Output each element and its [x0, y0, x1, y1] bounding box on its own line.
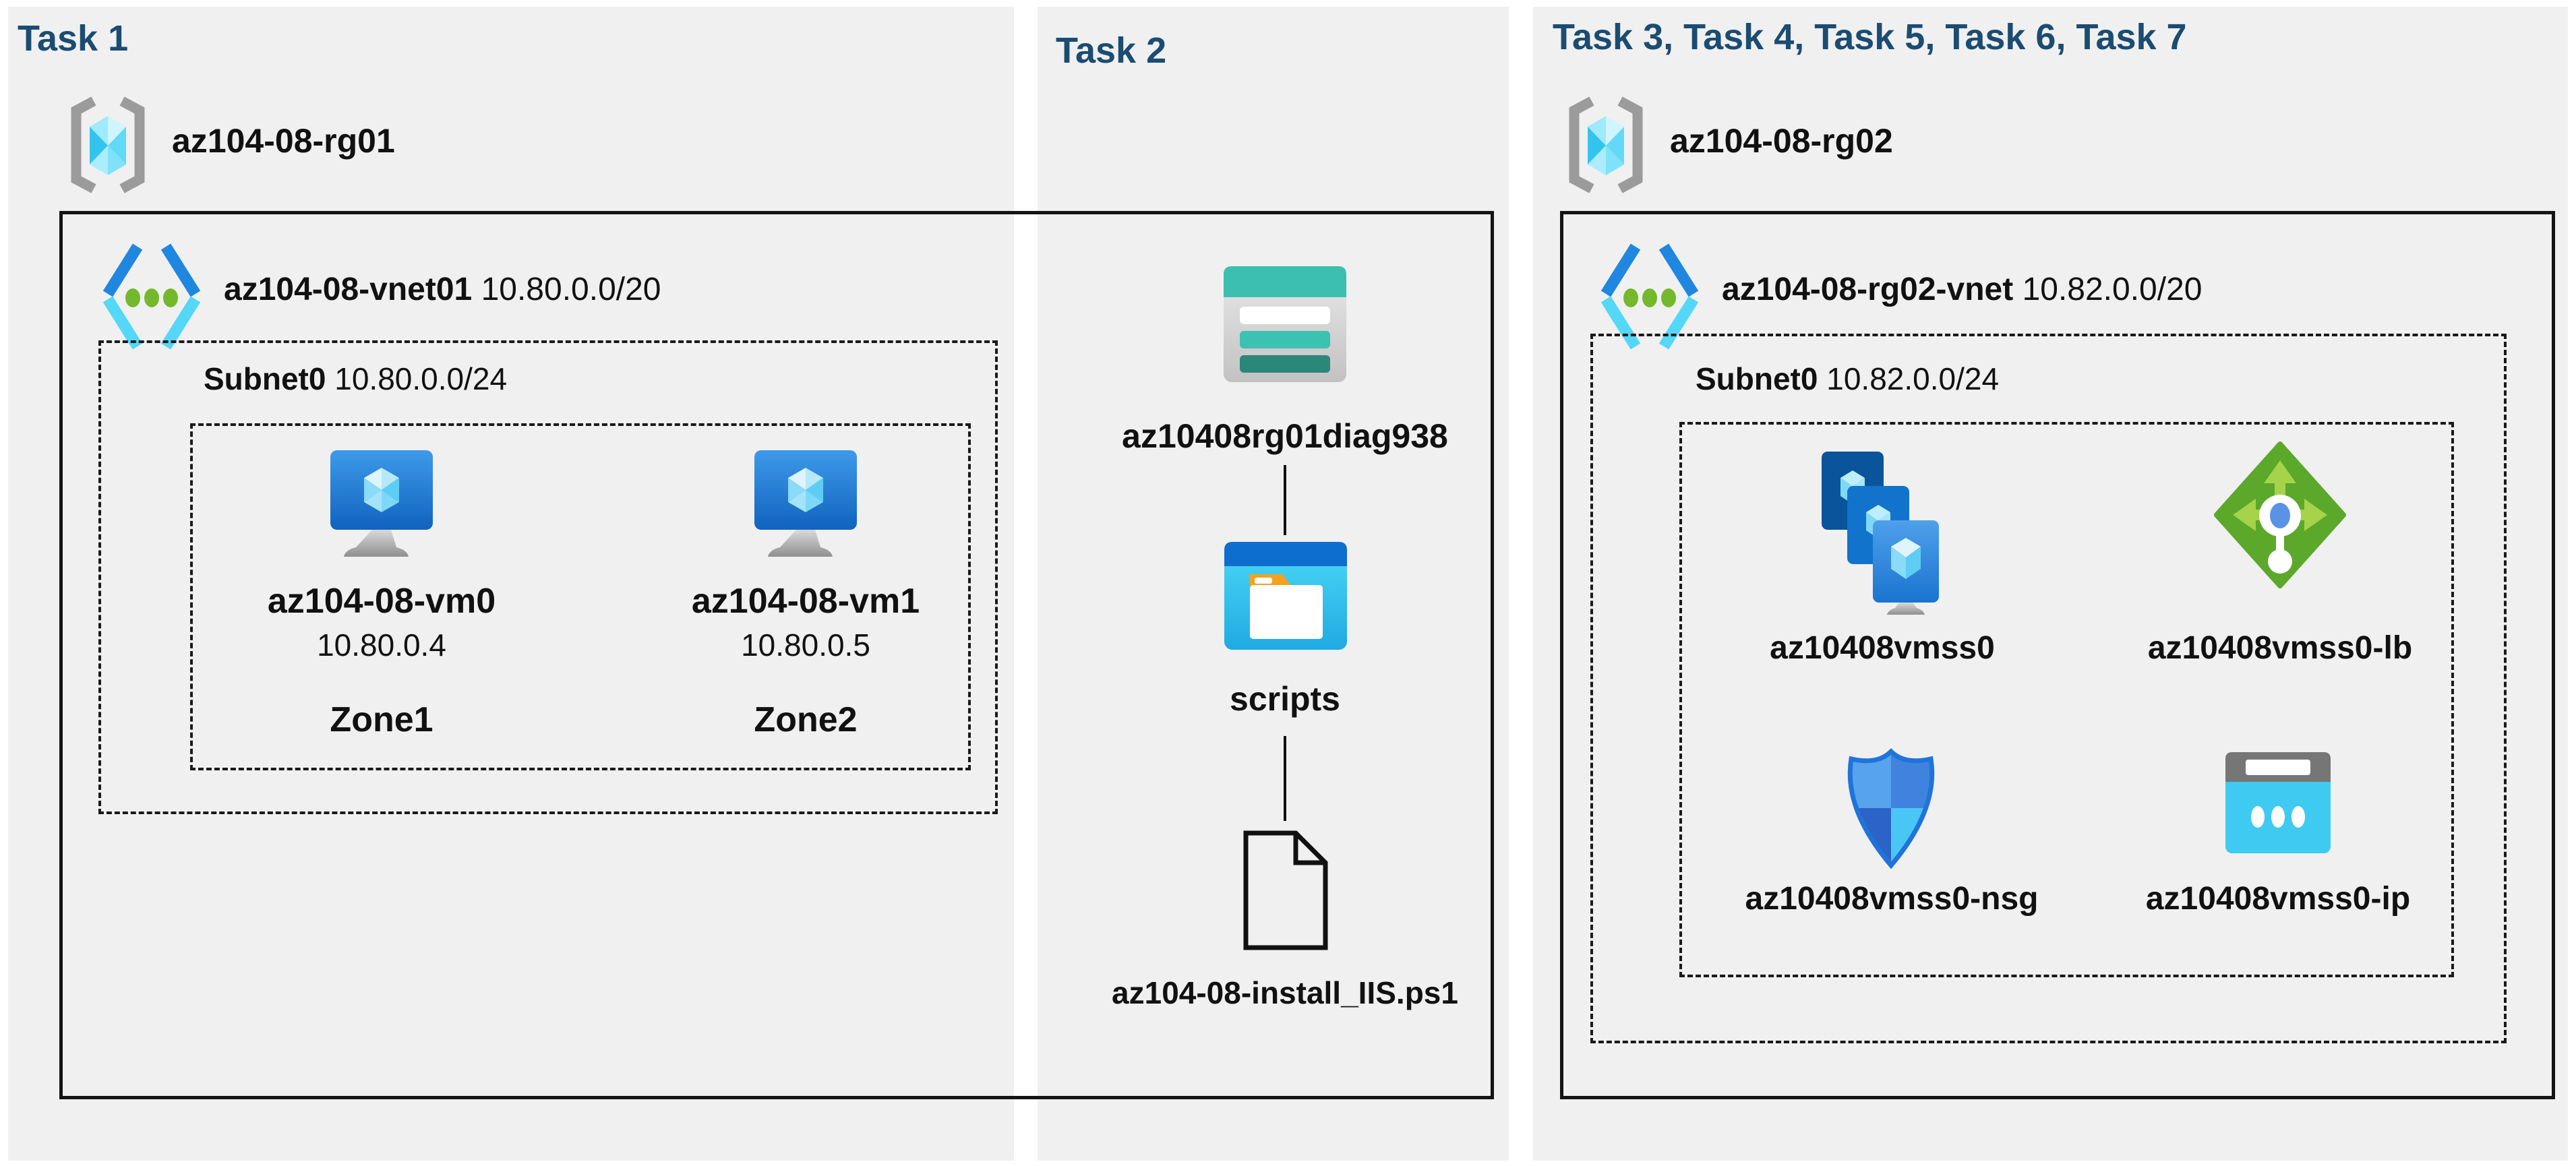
task1-title: Task 1	[18, 18, 129, 59]
storage-account-icon	[1224, 266, 1346, 382]
panel-task3-7	[1533, 7, 2568, 1161]
nsg-label: az10408vmss0-nsg	[1745, 881, 2039, 917]
resource-group-name: az104-08-rg02	[1670, 122, 1893, 160]
vm-name: az104-08-vm0	[267, 582, 496, 621]
virtual-network-icon	[1600, 243, 1699, 350]
folder-name: scripts	[1230, 680, 1340, 718]
vmss-label: az10408vmss0	[1770, 630, 1995, 666]
vm-ip: 10.80.0.5	[741, 627, 870, 663]
vm-name: az104-08-vm1	[691, 582, 920, 621]
file-icon	[1243, 830, 1328, 950]
task2-title: Task 2	[1056, 30, 1167, 71]
connector-folder-file	[1284, 736, 1286, 821]
vm-zone: Zone2	[754, 700, 858, 739]
subnet-label: Subnet0 10.82.0.0/24	[1696, 361, 1999, 397]
vm-zone: Zone1	[330, 700, 433, 739]
subnet-cidr: 10.82.0.0/24	[1826, 361, 2000, 396]
subnet-name: Subnet0	[1696, 361, 1818, 396]
subnet-cidr: 10.80.0.0/24	[334, 361, 508, 396]
rg01-boundary-box	[59, 211, 1494, 1099]
vm-ip: 10.80.0.4	[317, 627, 446, 663]
connector-storage-folder	[1284, 465, 1286, 535]
subnet-label: Subnet0 10.80.0.0/24	[204, 361, 507, 397]
vm-scale-set-icon	[1822, 452, 1939, 615]
script-file-name: az104-08-install_IIS.ps1	[1112, 975, 1458, 1010]
subnet0-box-rg01	[98, 340, 998, 814]
subnet-name: Subnet0	[204, 361, 326, 396]
vnet-name: az104-08-rg02-vnet	[1722, 272, 2014, 307]
virtual-machine-icon	[330, 450, 433, 557]
resource-group-name: az104-08-rg01	[172, 122, 395, 160]
vnet-name: az104-08-vnet01	[224, 272, 473, 307]
public-ip-label: az10408vmss0-ip	[2145, 881, 2411, 917]
load-balancer-icon	[2214, 441, 2346, 588]
vnet-label: az104-08-vnet01 10.80.0.0/20	[224, 271, 661, 308]
vmss-group-box	[1679, 422, 2454, 977]
vnet-cidr: 10.80.0.0/20	[481, 272, 661, 307]
public-ip-icon	[2225, 752, 2331, 853]
network-security-group-icon	[1847, 748, 1935, 869]
vnet-cidr: 10.82.0.0/20	[2022, 272, 2203, 307]
virtual-network-icon	[102, 243, 201, 350]
storage-account-name: az10408rg01diag938	[1122, 417, 1448, 455]
vm-group-box	[190, 423, 971, 770]
subnet0-box-rg02	[1590, 334, 2507, 1043]
task3-title: Task 3, Task 4, Task 5, Task 6, Task 7	[1553, 17, 2187, 57]
resource-group-icon	[1569, 96, 1643, 193]
resource-group-icon	[71, 96, 145, 193]
folder-icon	[1224, 542, 1347, 650]
panel-task1	[8, 7, 1014, 1161]
virtual-machine-icon	[754, 450, 857, 557]
vnet-label: az104-08-rg02-vnet 10.82.0.0/20	[1722, 271, 2202, 308]
load-balancer-label: az10408vmss0-lb	[2147, 630, 2413, 666]
rg02-boundary-box	[1560, 211, 2555, 1099]
